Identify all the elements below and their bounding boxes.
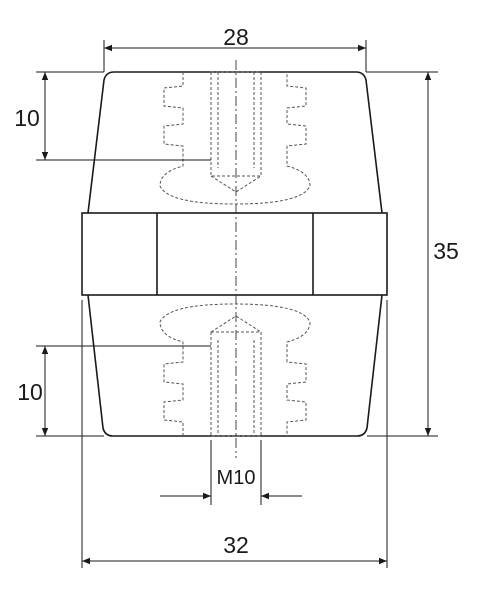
- label-height: 35: [433, 238, 459, 264]
- bottom-insert-profile: [159, 303, 311, 436]
- lower-body-outline: [87, 294, 383, 437]
- dim-top-width: 28: [103, 24, 367, 72]
- dim-height: 35: [366, 71, 459, 437]
- label-top-thread-depth: 10: [14, 105, 40, 131]
- bottom-insert-hidden: [159, 303, 311, 437]
- dim-top-thread-depth: 10: [14, 71, 211, 161]
- top-insert-profile: [159, 72, 311, 205]
- insulator-body: [81, 71, 388, 437]
- label-top-width: 28: [223, 24, 249, 50]
- upper-body-outline: [87, 71, 383, 214]
- dim-bottom-width: 32: [81, 300, 388, 568]
- hex-band: [81, 212, 388, 296]
- dim-bottom-thread-depth: 10: [17, 345, 211, 437]
- label-thread-size: M10: [217, 467, 256, 489]
- top-thread-bore: [210, 71, 262, 177]
- top-insert-hidden: [159, 71, 311, 205]
- dim-thread-size: M10: [160, 440, 302, 505]
- label-bottom-width: 32: [223, 532, 249, 558]
- label-bottom-thread-depth: 10: [17, 379, 43, 405]
